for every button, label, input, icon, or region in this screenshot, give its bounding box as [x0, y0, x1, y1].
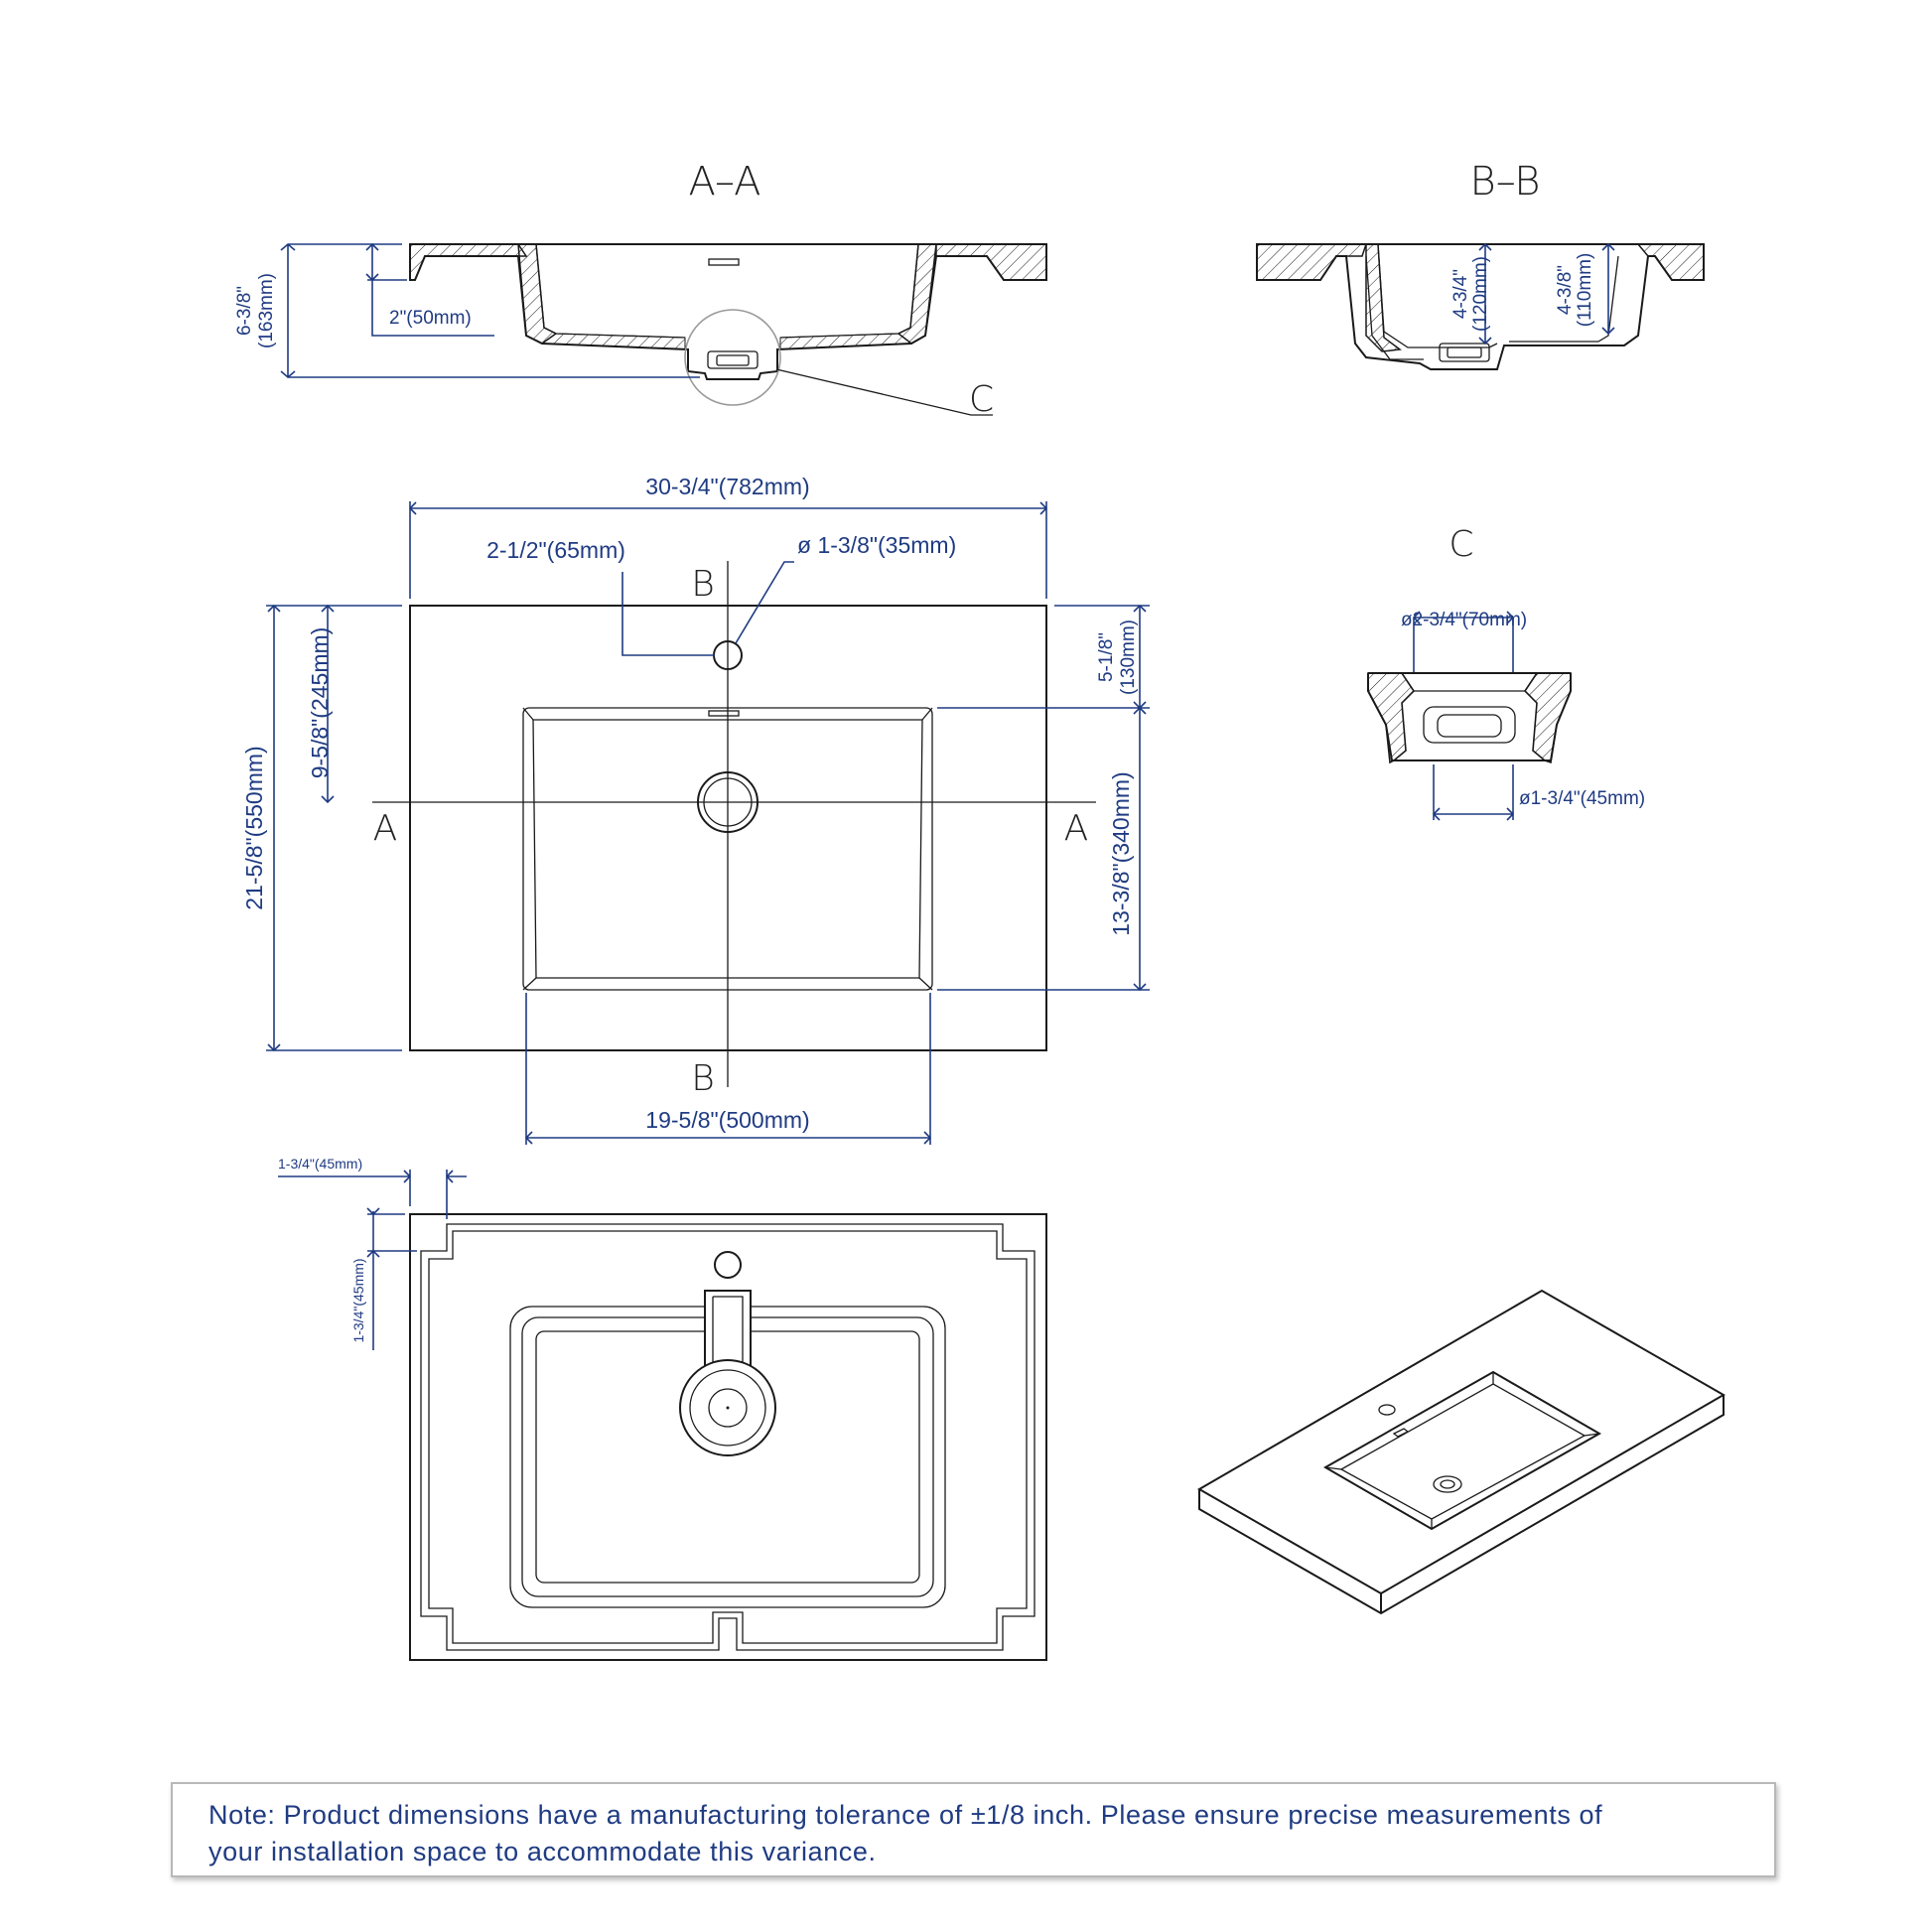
callout-c-label: C	[969, 379, 994, 420]
notch-width-label: 1-3/4"(45mm)	[278, 1156, 362, 1172]
section-a-right-label: A	[1064, 808, 1089, 849]
section-a-left-label: A	[373, 808, 398, 849]
tolerance-note: Note: Product dimensions have a manufact…	[171, 1782, 1776, 1877]
c-bottom-dia-label: ø1-3/4"(45mm)	[1519, 788, 1645, 809]
aa-rim-depth-label: 2"(50mm)	[389, 308, 472, 329]
note-line-1: Note: Product dimensions have a manufact…	[208, 1800, 1603, 1830]
note-line-2: your installation space to accommodate t…	[208, 1837, 877, 1866]
section-b-bottom-label: B	[691, 1058, 715, 1099]
section-aa-title: A–A	[689, 159, 761, 205]
bowl-width-label: 19-5/8"(500mm)	[645, 1107, 809, 1133]
depth-total-label: 21-5/8"(550mm)	[241, 746, 267, 909]
bottom-view: 1-3/4"(45mm) 1-3/4"(45mm)	[278, 1156, 1047, 1661]
c-top-dia-label: ø2-3/4"(70mm)	[1401, 610, 1527, 630]
isometric-view	[1196, 1289, 1726, 1615]
bowl-depth-label: 13-3/8"(340mm)	[1108, 771, 1134, 935]
drain-from-back-label: 9-5/8"(245mm)	[307, 627, 333, 779]
section-bb-view: B–B 4-3/4"(120mm) 4-3/8"(110mm)	[1256, 159, 1705, 370]
detail-c-view: C ø2-3/4"(70mm) ø1-3/4"(45mm)	[1367, 524, 1645, 821]
aa-total-height-label: 6-3/8"(163mm)	[234, 273, 277, 348]
faucet-offset-label: 2-1/2"(65mm)	[486, 537, 625, 563]
bowl-from-back-label: 5-1/8"(130mm)	[1096, 620, 1139, 695]
top-plan-view: B B A A 30-3/4"(782mm) 2-1/2"(65mm) ø 1-…	[241, 474, 1150, 1145]
section-aa-view: A–A C 6-3/8"(163mm) 2"(50mm)	[234, 159, 1047, 420]
section-bb-title: B–B	[1470, 159, 1541, 205]
faucet-hole-label: ø 1-3/8"(35mm)	[797, 532, 956, 558]
detail-c-title: C	[1449, 524, 1473, 565]
notch-depth-label: 1-3/4"(45mm)	[350, 1258, 366, 1342]
bb-depth-1-label: 4-3/4"(120mm)	[1450, 256, 1491, 332]
note-text: Note: Product dimensions have a manufact…	[208, 1797, 1740, 1870]
width-total-label: 30-3/4"(782mm)	[645, 474, 809, 499]
bb-depth-2-label: 4-3/8"(110mm)	[1555, 253, 1595, 328]
section-b-top-label: B	[691, 564, 715, 605]
